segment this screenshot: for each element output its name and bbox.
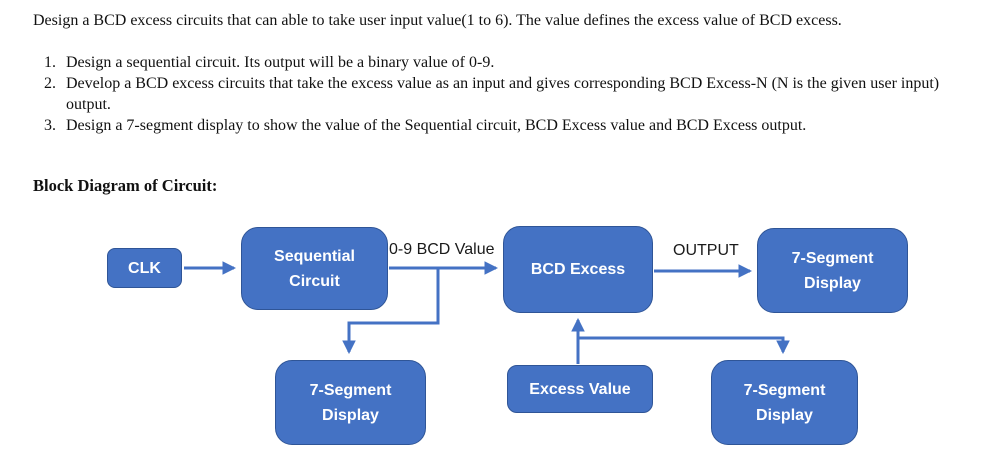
- requirement-item-3: Design a 7-segment display to show the v…: [60, 115, 978, 136]
- block-sequential-circuit-label: Sequential Circuit: [274, 247, 355, 290]
- label-output: OUTPUT: [673, 242, 739, 259]
- block-bcd-excess: BCD Excess: [503, 226, 653, 313]
- label-0-9-bcd-value: 0-9 BCD Value: [389, 241, 495, 258]
- block-bcd-excess-label: BCD Excess: [530, 261, 626, 278]
- block-7segment-display-bottom-left-label: 7-Segment Display: [309, 381, 392, 424]
- requirement-item-2: Develop a BCD excess circuits that take …: [60, 73, 978, 115]
- block-excess-value: Excess Value: [507, 365, 653, 413]
- requirement-item-1: Design a sequential circuit. Its output …: [60, 52, 978, 73]
- arrow-excess-value-to-7segment-bottom-right: [578, 336, 790, 355]
- block-7segment-display-top-right-label: 7-Segment Display: [791, 249, 874, 292]
- requirements-list: Design a sequential circuit. Its output …: [33, 52, 978, 136]
- intro-paragraph: Design a BCD excess circuits that can ab…: [33, 12, 842, 29]
- block-7segment-display-bottom-right-label: 7-Segment Display: [743, 381, 826, 424]
- block-excess-value-label: Excess Value: [529, 380, 631, 398]
- block-clk: CLK: [107, 248, 182, 288]
- instructions: Design a BCD excess circuits that can ab…: [33, 10, 978, 136]
- block-7segment-display-bottom-right: 7-Segment Display: [711, 360, 858, 445]
- diagram-heading: Block Diagram of Circuit:: [33, 176, 218, 195]
- block-clk-label: CLK: [128, 259, 161, 277]
- block-7segment-display-bottom-left: 7-Segment Display: [275, 360, 426, 445]
- block-7segment-display-top-right: 7-Segment Display: [757, 228, 908, 313]
- block-sequential-circuit: Sequential Circuit: [241, 227, 388, 310]
